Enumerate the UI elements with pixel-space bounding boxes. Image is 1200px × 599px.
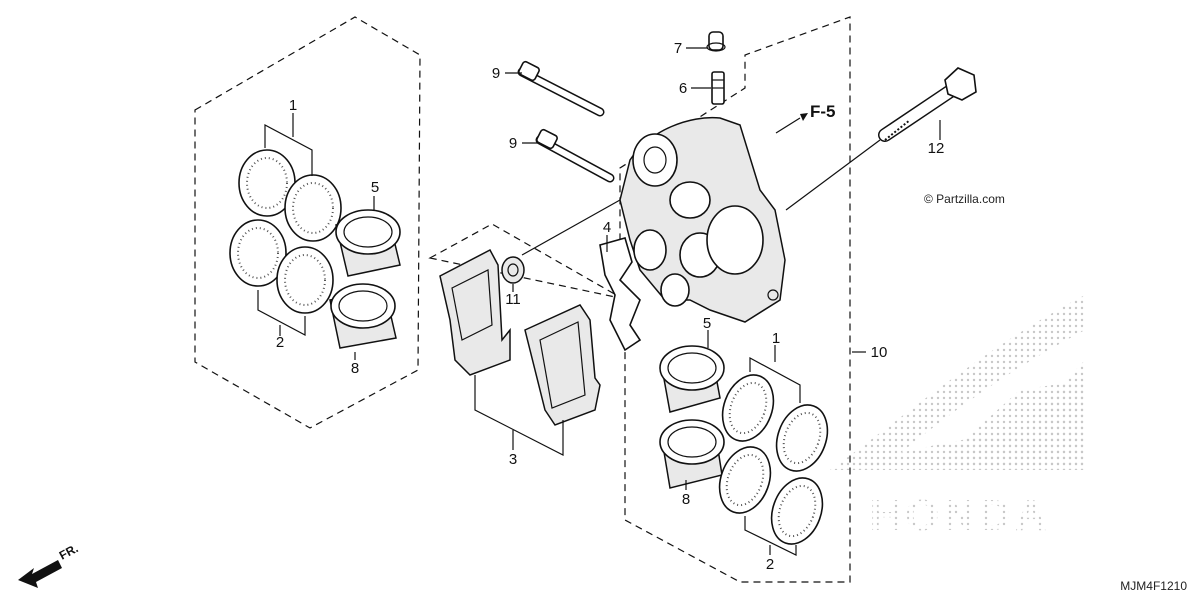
honda-brand-text: HONDA bbox=[869, 491, 1050, 540]
callout-4: 4 bbox=[603, 219, 611, 236]
left-kit-frame bbox=[194, 16, 421, 429]
bushing bbox=[501, 256, 525, 284]
callout-9-lower: 9 bbox=[509, 135, 517, 152]
callout-7: 7 bbox=[674, 40, 682, 57]
callout-12: 12 bbox=[928, 140, 945, 157]
callout-8-right: 8 bbox=[682, 491, 690, 508]
watermark-text: © Partzilla.com bbox=[924, 192, 1005, 206]
callout-6: 6 bbox=[679, 80, 687, 97]
mounting-bolt bbox=[878, 67, 977, 142]
leader-lines bbox=[279, 47, 941, 555]
callout-2-right: 2 bbox=[766, 556, 774, 573]
pad-spring bbox=[599, 237, 642, 352]
slide-pins bbox=[517, 60, 615, 183]
callout-11: 11 bbox=[505, 291, 521, 308]
callout-2-left: 2 bbox=[276, 334, 284, 351]
callout-1-left: 1 bbox=[289, 97, 297, 114]
callout-9-upper: 9 bbox=[492, 65, 500, 82]
honda-wing-logo: HONDA bbox=[830, 295, 1085, 540]
section-reference: F-5 bbox=[810, 102, 836, 121]
callout-labels: 1 2 5 8 9 9 7 6 4 11 3 12 5 1 8 2 10 bbox=[276, 40, 945, 573]
right-pistons bbox=[659, 345, 725, 489]
front-direction-marker: FR. bbox=[18, 541, 80, 588]
pad-set-frame bbox=[428, 16, 851, 583]
bleeder-parts bbox=[706, 31, 726, 105]
diagram-code: MJM4F1210 bbox=[1120, 579, 1187, 593]
callout-10: 10 bbox=[871, 344, 888, 361]
callout-1-right: 1 bbox=[772, 330, 780, 347]
right-seal-rings bbox=[718, 374, 829, 545]
callout-8-left: 8 bbox=[351, 360, 359, 377]
left-pistons bbox=[329, 209, 401, 349]
front-marker-text: FR. bbox=[57, 541, 81, 562]
callout-5-right: 5 bbox=[703, 315, 711, 332]
brake-pads bbox=[439, 248, 601, 426]
left-seal-rings bbox=[229, 149, 342, 314]
callout-5-left: 5 bbox=[371, 179, 379, 196]
caliper-body bbox=[619, 116, 786, 323]
callout-3: 3 bbox=[509, 451, 517, 468]
